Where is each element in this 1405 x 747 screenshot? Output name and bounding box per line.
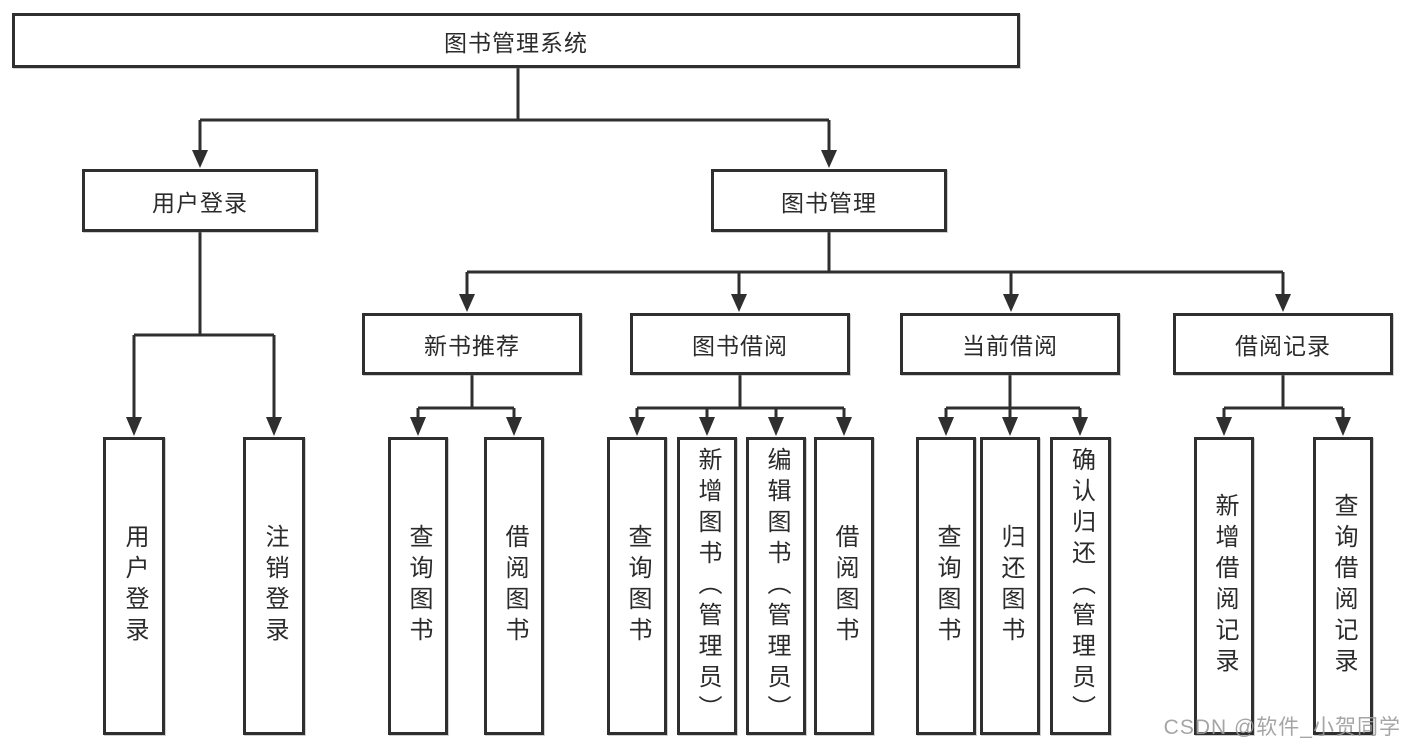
- leaf-records-add: 新增借阅记录: [1194, 437, 1254, 735]
- leaf-records-add-label: 新增借阅记录: [1211, 493, 1238, 679]
- leaf-current-confirm-return-admin: 确认归还（管理员）: [1050, 437, 1111, 735]
- node-new-book-recommend: 新书推荐: [362, 313, 582, 375]
- node-borrow-records: 借阅记录: [1173, 313, 1393, 375]
- leaf-logout: 注销登录: [243, 437, 305, 735]
- leaf-current-query-books-label: 查询图书: [933, 524, 960, 648]
- leaf-borrow-edit-books-admin: 编辑图书（管理员）: [746, 437, 806, 735]
- node-new-book-recommend-label: 新书推荐: [424, 333, 520, 359]
- node-user-login-label: 用户登录: [152, 189, 248, 216]
- leaf-borrow-add-books-admin-label: 新增图书（管理员）: [694, 446, 721, 726]
- leaf-newbook-borrow-books: 借阅图书: [484, 437, 544, 735]
- leaf-current-confirm-return-admin-label: 确认归还（管理员）: [1067, 446, 1095, 726]
- node-book-management: 图书管理: [711, 169, 947, 232]
- leaf-logout-label: 注销登录: [261, 524, 288, 648]
- leaf-user-login: 用户登录: [103, 437, 165, 735]
- node-borrow-records-label: 借阅记录: [1235, 333, 1331, 359]
- leaf-newbook-borrow-books-label: 借阅图书: [501, 524, 528, 648]
- node-book-borrow-label: 图书借阅: [692, 333, 788, 359]
- leaf-user-login-label: 用户登录: [121, 524, 148, 648]
- leaf-records-query-label: 查询借阅记录: [1330, 493, 1357, 679]
- leaf-borrow-borrow-books: 借阅图书: [814, 437, 874, 735]
- node-current-borrow-label: 当前借阅: [962, 333, 1058, 359]
- leaf-borrow-borrow-books-label: 借阅图书: [831, 524, 858, 648]
- leaf-borrow-add-books-admin: 新增图书（管理员）: [677, 437, 737, 735]
- node-root-label: 图书管理系统: [444, 29, 588, 56]
- node-book-borrow: 图书借阅: [630, 313, 850, 375]
- leaf-newbook-query-books: 查询图书: [388, 437, 448, 735]
- node-root: 图书管理系统: [12, 13, 1020, 68]
- leaf-current-return-books-label: 归还图书: [997, 524, 1024, 648]
- leaf-newbook-query-books-label: 查询图书: [405, 524, 432, 648]
- csdn-watermark: CSDN @软件_小贺同学: [1163, 716, 1401, 739]
- leaf-current-query-books: 查询图书: [916, 437, 976, 735]
- node-current-borrow: 当前借阅: [900, 313, 1120, 375]
- node-book-management-label: 图书管理: [781, 189, 877, 216]
- leaf-borrow-edit-books-admin-label: 编辑图书（管理员）: [763, 446, 790, 726]
- node-user-login: 用户登录: [82, 169, 318, 232]
- leaf-borrow-query-books: 查询图书: [607, 437, 667, 735]
- leaf-borrow-query-books-label: 查询图书: [624, 524, 651, 648]
- leaf-records-query: 查询借阅记录: [1313, 437, 1373, 735]
- leaf-current-return-books: 归还图书: [980, 437, 1040, 735]
